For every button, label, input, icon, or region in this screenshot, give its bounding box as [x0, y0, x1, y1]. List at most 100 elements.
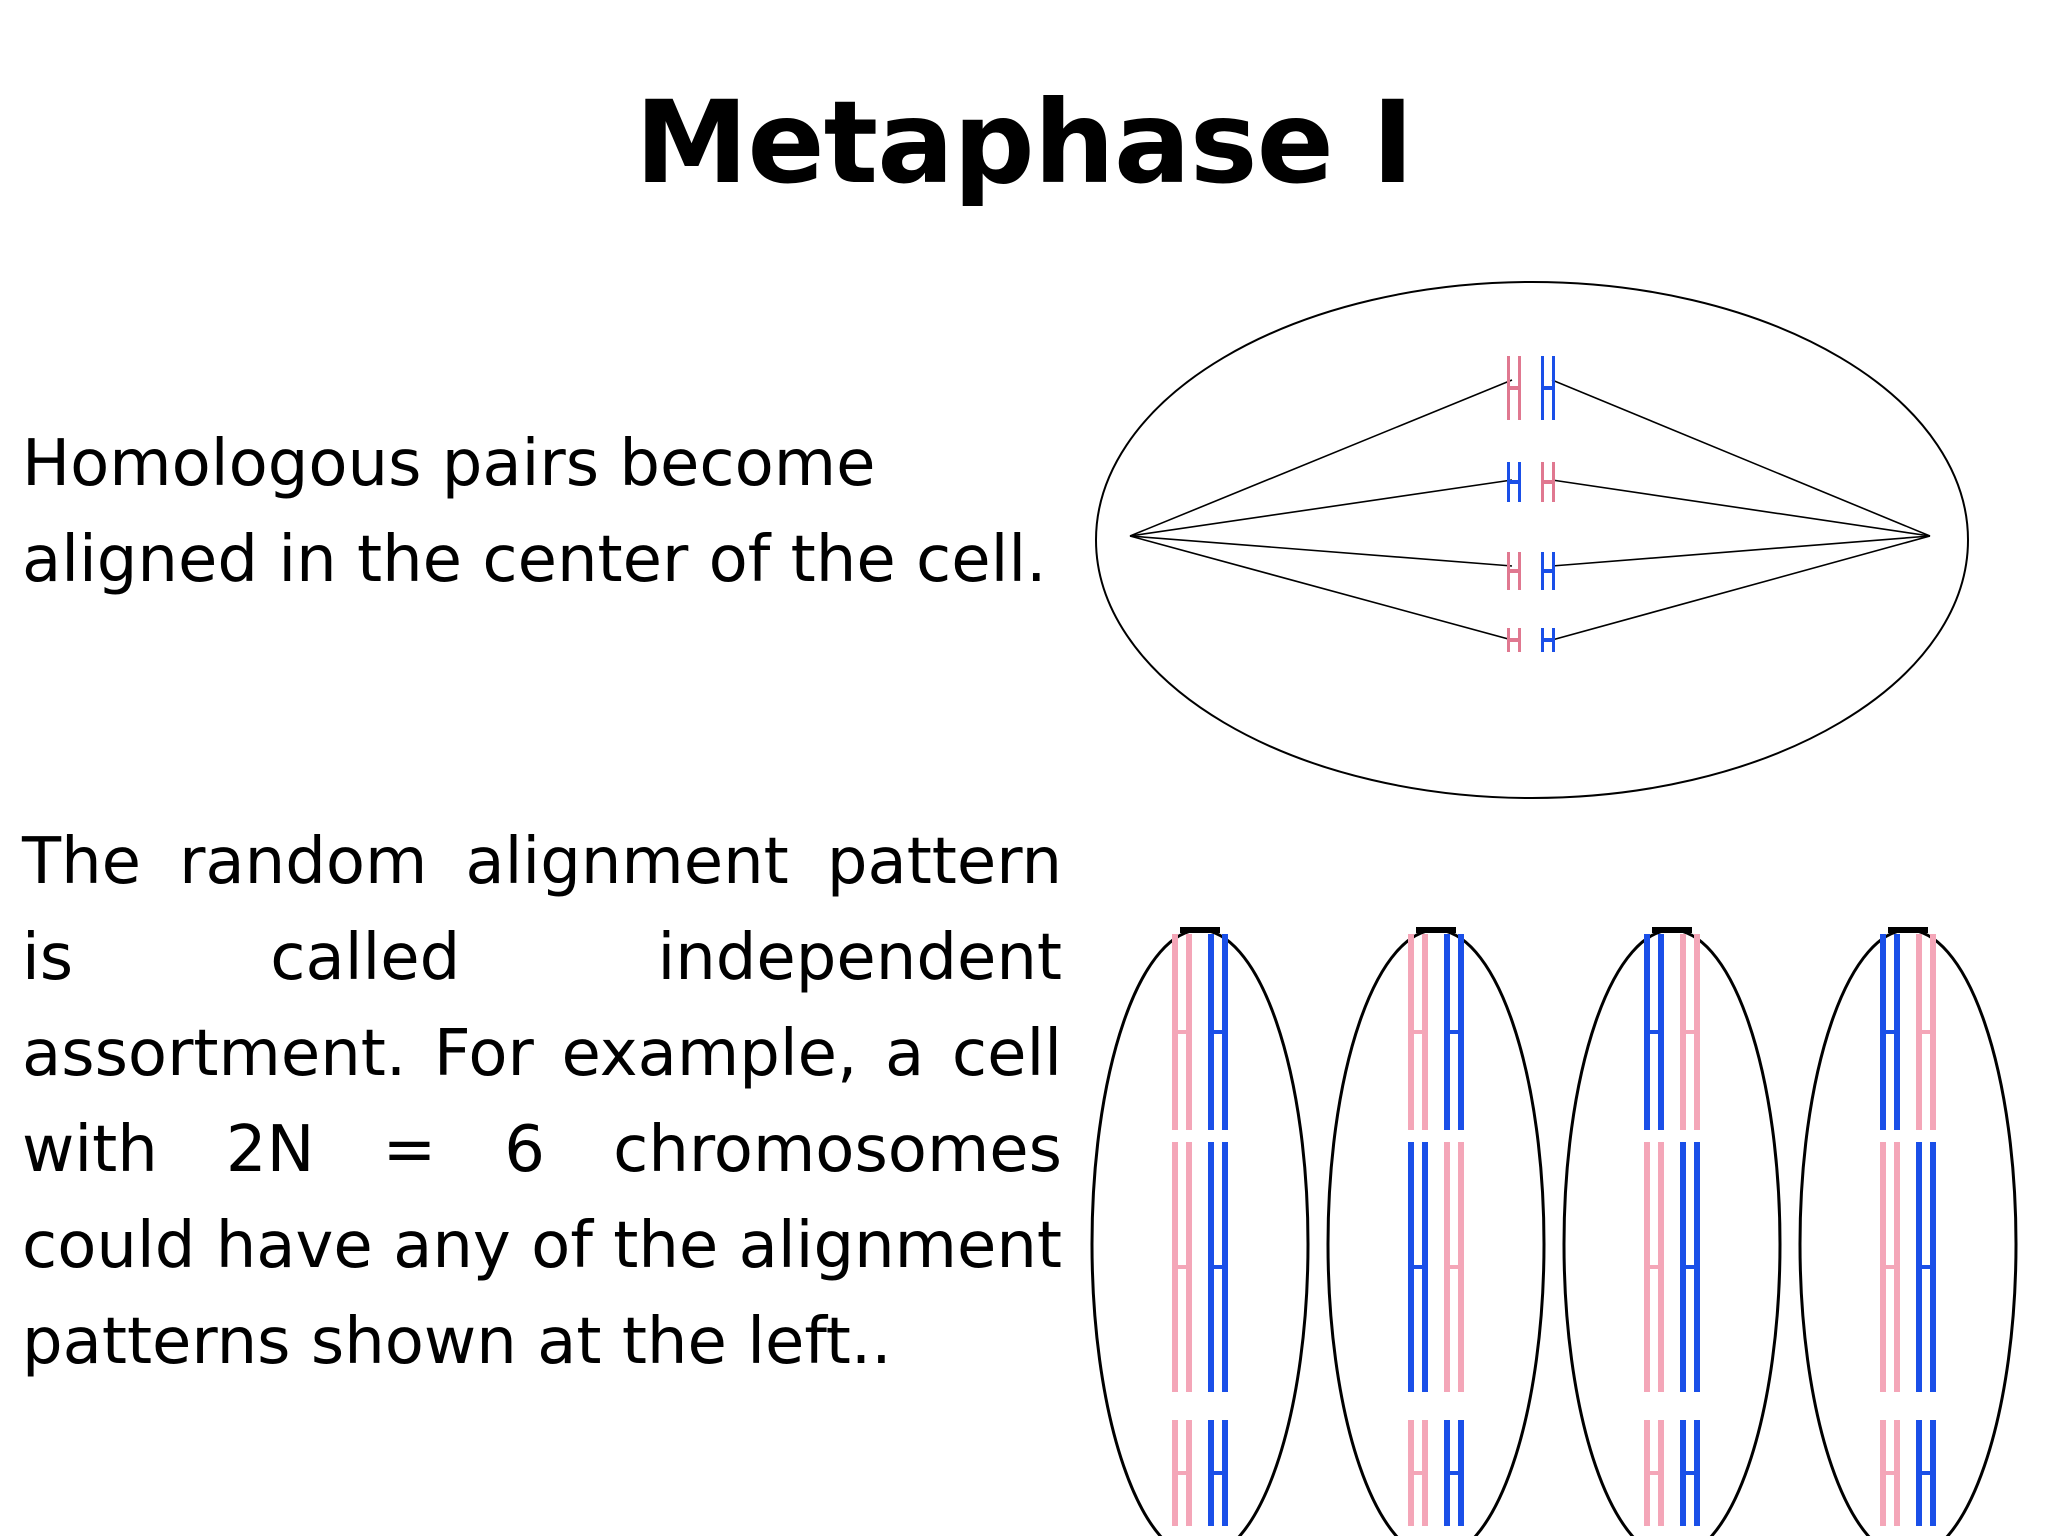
pattern-4-pair-2-maternal-chromosome-chromatid-left — [1880, 1142, 1886, 1392]
pattern-3-pair-2-maternal-chromosome-chromatid-right — [1658, 1142, 1664, 1392]
cell-pair-3-maternal-chromosome-chromatid-left — [1507, 552, 1510, 590]
pattern-1-pair-1-maternal-chromosome-chromatid-left — [1172, 934, 1178, 1130]
pattern-3-pair-3-paternal-chromosome-chromatid-right — [1694, 1420, 1700, 1526]
pattern-3-pair-1-maternal-chromosome — [1680, 934, 1700, 1130]
pattern-2-pair-2-paternal-chromosome — [1408, 1142, 1428, 1392]
cell-pair-1-maternal-chromosome-centromere — [1510, 386, 1518, 390]
cell-pair-1-maternal-chromosome-chromatid-left — [1507, 356, 1510, 420]
pattern-2-pair-3-paternal-chromosome-chromatid-left — [1444, 1420, 1450, 1526]
cell-pair-2-paternal-chromosome-centromere — [1510, 480, 1518, 484]
pattern-4-pair-2-maternal-chromosome-centromere — [1886, 1265, 1894, 1269]
pattern-4-pair-3-maternal-chromosome-centromere — [1886, 1471, 1894, 1475]
pattern-2-pair-2-paternal-chromosome-chromatid-right — [1422, 1142, 1428, 1392]
pattern-4-pair-3-paternal-chromosome — [1916, 1420, 1936, 1526]
pattern-4-pair-1-maternal-chromosome — [1916, 934, 1936, 1130]
pattern-1-pair-3-paternal-chromosome-chromatid-left — [1208, 1420, 1214, 1526]
pattern-1-pair-2-maternal-chromosome-chromatid-left — [1172, 1142, 1178, 1392]
alignment-pattern-4-outline — [1798, 928, 2018, 1536]
pattern-2-pair-1-paternal-chromosome-chromatid-left — [1444, 934, 1450, 1130]
cell-chromosome-pairs — [1507, 356, 1555, 652]
pattern-4-pair-2-paternal-chromosome-chromatid-left — [1916, 1142, 1922, 1392]
cell-pair-2-maternal-chromosome — [1541, 462, 1555, 502]
cell-pair-3-maternal-chromosome-chromatid-right — [1518, 552, 1521, 590]
cell-pair-2-maternal-chromosome-chromatid-left — [1541, 462, 1544, 502]
pattern-2-pair-1-paternal-chromosome-centromere — [1450, 1030, 1458, 1034]
pattern-chromosome-pairs — [1172, 934, 1936, 1526]
pattern-1-pair-2-maternal-chromosome-chromatid-right — [1186, 1142, 1192, 1392]
pattern-3-pair-2-paternal-chromosome-chromatid-left — [1680, 1142, 1686, 1392]
cell-pair-1-paternal-chromosome — [1541, 356, 1555, 420]
pattern-1-pair-2-paternal-chromosome-centromere — [1214, 1265, 1222, 1269]
pattern-2-pair-1-maternal-chromosome-centromere — [1414, 1030, 1422, 1034]
pattern-3-pair-1-maternal-chromosome-chromatid-right — [1694, 934, 1700, 1130]
pattern-3-pair-2-maternal-chromosome-centromere — [1650, 1265, 1658, 1269]
pattern-1-pair-1-maternal-chromosome-centromere — [1178, 1030, 1186, 1034]
pattern-2-pair-3-maternal-chromosome — [1408, 1420, 1428, 1526]
pattern-3-pair-1-paternal-chromosome-centromere — [1650, 1030, 1658, 1034]
pattern-4-pair-2-paternal-chromosome-centromere — [1922, 1265, 1930, 1269]
pattern-2-pair-1-maternal-chromosome-chromatid-left — [1408, 934, 1414, 1130]
pattern-1-pair-3-maternal-chromosome-chromatid-left — [1172, 1420, 1178, 1526]
pattern-2-pair-3-paternal-chromosome-centromere — [1450, 1471, 1458, 1475]
cell-pair-2-paternal-chromosome-chromatid-right — [1518, 462, 1521, 502]
pattern-1-pair-3-maternal-chromosome — [1172, 1420, 1192, 1526]
pattern-4-pair-2-maternal-chromosome-chromatid-right — [1894, 1142, 1900, 1392]
pattern-2-pair-2-maternal-chromosome — [1444, 1142, 1464, 1392]
pattern-3-pair-1-paternal-chromosome-chromatid-right — [1658, 934, 1664, 1130]
pattern-2-pair-3-maternal-chromosome-chromatid-left — [1408, 1420, 1414, 1526]
cell-membrane — [1095, 281, 1969, 799]
alignment-pattern-1-outline — [1090, 928, 1310, 1536]
pattern-3-pair-2-paternal-chromosome-centromere — [1686, 1265, 1694, 1269]
pattern-2-pair-2-paternal-chromosome-centromere — [1414, 1265, 1422, 1269]
cell-pair-3-paternal-chromosome-chromatid-right — [1552, 552, 1555, 590]
alignment-patterns-diagram — [1090, 927, 2018, 1536]
pattern-1-pair-3-maternal-chromosome-centromere — [1178, 1471, 1186, 1475]
pattern-3-pair-1-paternal-chromosome-chromatid-left — [1644, 934, 1650, 1130]
cell-pair-3-paternal-chromosome — [1541, 552, 1555, 590]
pattern-2-pair-2-maternal-chromosome-centromere — [1450, 1265, 1458, 1269]
spindle-fibers — [1129, 379, 1931, 641]
pattern-end-caps — [1180, 927, 1928, 933]
cell-pair-4-paternal-chromosome-chromatid-right — [1552, 628, 1555, 652]
pattern-1-pair-3-paternal-chromosome — [1208, 1420, 1228, 1526]
pattern-4-pair-3-maternal-chromosome-chromatid-left — [1880, 1420, 1886, 1526]
pattern-4-pair-1-paternal-chromosome — [1880, 934, 1900, 1130]
pattern-2-pair-2-paternal-chromosome-chromatid-left — [1408, 1142, 1414, 1392]
pattern-4-pair-3-paternal-chromosome-chromatid-left — [1916, 1420, 1922, 1526]
pattern-4-pair-3-paternal-chromosome-chromatid-right — [1930, 1420, 1936, 1526]
pattern-4-pair-3-maternal-chromosome — [1880, 1420, 1900, 1526]
cell-pair-1-maternal-chromosome — [1507, 356, 1521, 420]
pattern-1-pair-3-maternal-chromosome-chromatid-right — [1186, 1420, 1192, 1526]
cell-pair-2-maternal-chromosome-centromere — [1544, 480, 1552, 484]
pattern-4-pair-1-maternal-chromosome-chromatid-left — [1916, 934, 1922, 1130]
pattern-1-pair-2-paternal-chromosome-chromatid-left — [1208, 1142, 1214, 1392]
pattern-2-pair-3-paternal-chromosome — [1444, 1420, 1464, 1526]
metaphase-cell-diagram — [1095, 281, 1969, 799]
pattern-2-pair-1-maternal-chromosome-chromatid-right — [1422, 934, 1428, 1130]
pattern-4-pair-2-maternal-chromosome — [1880, 1142, 1900, 1392]
pattern-4-pair-2-paternal-chromosome — [1916, 1142, 1936, 1392]
pattern-3-pair-2-maternal-chromosome — [1644, 1142, 1664, 1392]
cell-pair-1-paternal-chromosome-centromere — [1544, 386, 1552, 390]
pattern-2-pair-1-paternal-chromosome — [1444, 934, 1464, 1130]
pattern-1-pair-2-maternal-chromosome-centromere — [1178, 1265, 1186, 1269]
pattern-1-pair-3-paternal-chromosome-chromatid-right — [1222, 1420, 1228, 1526]
cell-pair-3-maternal-chromosome — [1507, 552, 1521, 590]
pattern-4-pair-1-paternal-chromosome-centromere — [1886, 1030, 1894, 1034]
pattern-2-pair-3-paternal-chromosome-chromatid-right — [1458, 1420, 1464, 1526]
cell-pair-4-paternal-chromosome — [1541, 628, 1555, 652]
pattern-1-pair-2-paternal-chromosome — [1208, 1142, 1228, 1392]
cell-pair-1-maternal-chromosome-chromatid-right — [1518, 356, 1521, 420]
pattern-1-pair-1-paternal-chromosome-centromere — [1214, 1030, 1222, 1034]
pattern-1-pair-1-paternal-chromosome — [1208, 934, 1228, 1130]
pattern-1-pair-1-maternal-chromosome — [1172, 934, 1192, 1130]
pattern-3-pair-2-maternal-chromosome-chromatid-left — [1644, 1142, 1650, 1392]
cell-pair-4-maternal-chromosome-chromatid-right — [1518, 628, 1521, 652]
pattern-1-pair-1-paternal-chromosome-chromatid-left — [1208, 934, 1214, 1130]
pattern-3-pair-3-maternal-chromosome-chromatid-right — [1658, 1420, 1664, 1526]
pattern-4-pair-2-paternal-chromosome-chromatid-right — [1930, 1142, 1936, 1392]
pattern-3-pair-3-paternal-chromosome-chromatid-left — [1680, 1420, 1686, 1526]
pattern-2-pair-1-maternal-chromosome — [1408, 934, 1428, 1130]
pattern-1-pair-1-maternal-chromosome-chromatid-right — [1186, 934, 1192, 1130]
cell-pair-3-paternal-chromosome-centromere — [1544, 569, 1552, 573]
